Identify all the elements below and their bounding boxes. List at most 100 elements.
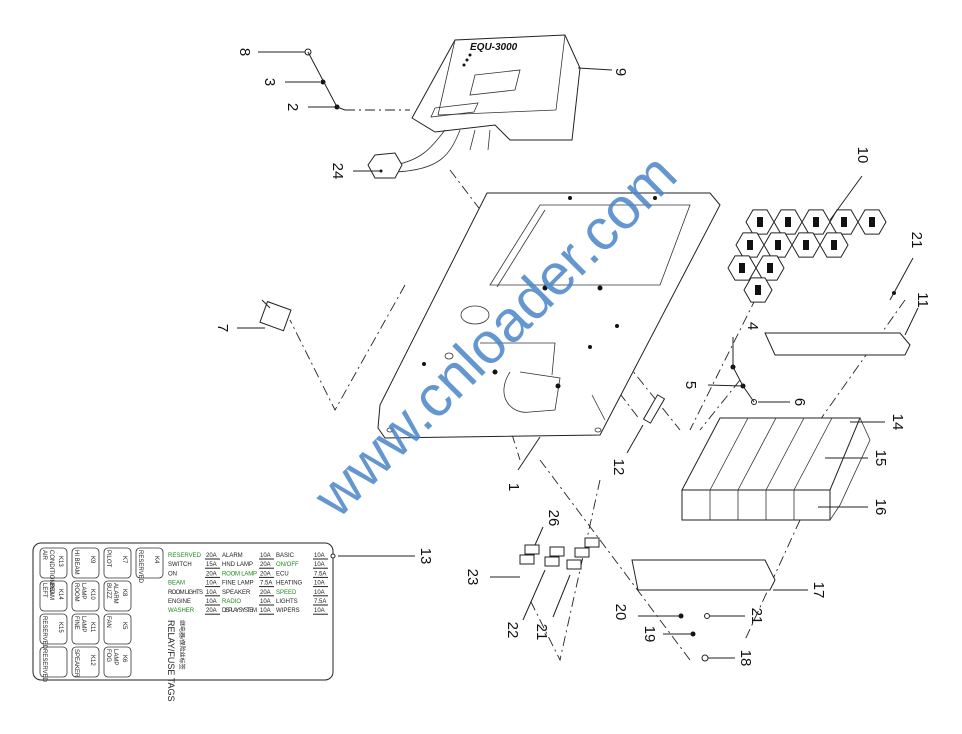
relay-tag-id: K13 (57, 556, 63, 567)
relay-tag-cell (39, 613, 68, 645)
relay-tag-label: HI BEAM (73, 550, 79, 575)
relay-terminal (767, 263, 773, 273)
relay-cluster (727, 209, 887, 303)
fuse-tag-rating: 15A (206, 562, 217, 568)
callout-16: 16 (872, 499, 889, 516)
base-plate (377, 192, 721, 439)
callout-14: 14 (889, 414, 906, 431)
relay-terminal (755, 285, 761, 295)
callout-26: 26 (545, 510, 562, 527)
fuse-tag-name: ALARM (222, 553, 243, 559)
relay-tag-label: SPEAKER (73, 649, 79, 678)
fuse-tag-name: ROOM LIGHTS (168, 590, 203, 596)
relay-tag-cell (71, 613, 100, 645)
relay-tag-id: K9 (89, 556, 95, 564)
relay-tag-id: K8 (121, 589, 127, 597)
relay-tag-id: K11 (89, 622, 95, 633)
callout-1: 1 (505, 483, 522, 491)
callout-21a: 21 (908, 232, 925, 249)
relay-tag-label: FOGLAMP (105, 649, 118, 665)
fuse-tag-name: WASHER (168, 608, 195, 614)
mini-fuses (519, 537, 600, 570)
fuse-relay-box (681, 417, 871, 521)
fuse-tag-name: ON (168, 571, 177, 577)
relay-tag-id: K5 (121, 622, 127, 630)
relay-tag-id: K14 (57, 589, 63, 600)
fuse-tag-name: ROOM LAMP (222, 571, 257, 577)
fuse-tag-name: ECU (276, 571, 289, 577)
fuse-tag-rating: 20A (260, 571, 271, 577)
fuse-tag-rating: 10A (314, 553, 325, 559)
relay-tag-label: BUZZALARM (105, 583, 118, 604)
fuse-tag-name: SPEAKER (222, 590, 251, 596)
callout-9: 9 (612, 68, 629, 76)
fuse-tag-name: HND LAMP (222, 562, 253, 568)
connector-block (642, 394, 666, 424)
callout-11: 11 (914, 292, 931, 308)
relay-tag-cell (71, 547, 100, 579)
cable-connector (367, 129, 491, 179)
fuse-tag-name: RADIO (222, 599, 241, 605)
callout-2: 2 (284, 103, 301, 111)
fuse-tag-rating: 10A (260, 599, 271, 605)
ecu-logo: EQU-3000 (470, 42, 518, 53)
fuse-tag-rating: 10A (314, 562, 325, 568)
fuse-tag-rating: 10A (206, 599, 217, 605)
fuse-tag-rating: 7.5A (260, 581, 272, 587)
callout-3: 3 (261, 78, 278, 86)
fasteners (304, 48, 896, 662)
fuse-tag-rating: 10A (314, 581, 325, 587)
relay-terminal (841, 217, 847, 227)
fuse-tag-name: ENGINE (168, 599, 191, 605)
callout-12: 12 (610, 459, 627, 476)
ecu-unit: EQU-3000 (411, 34, 581, 141)
callout-15: 15 (872, 450, 889, 467)
toggle-switch (259, 299, 292, 332)
fuse-tag-rating: 20A (260, 562, 271, 568)
callout-18: 18 (737, 650, 754, 667)
relay-tag-cell (71, 580, 100, 612)
relay-tag-cell (39, 547, 68, 579)
callout-25: 24 (329, 163, 346, 180)
fuse-tag-name: BEAM (168, 581, 185, 587)
relay-tag-cell (103, 646, 132, 678)
relay-terminal (813, 217, 819, 227)
callout-10: 10 (854, 147, 871, 164)
fuse-tag-rating: 10A (260, 608, 271, 614)
relay-tag-label: RESERVED (41, 616, 47, 650)
callout-21b: 21 (748, 608, 765, 625)
relay-terminal (803, 240, 809, 250)
callout-8: 8 (236, 48, 253, 56)
relay-terminal (775, 240, 781, 250)
relay-tag-label: PILOT (105, 550, 111, 568)
relay-tag-label: LEFTBEAM (41, 583, 54, 600)
fuse-tag-rating: 10A (206, 581, 217, 587)
fuse-tag-name: SPEED (276, 590, 297, 596)
bracket-upper (764, 332, 911, 356)
relay-tag-cell (103, 613, 132, 645)
fuse-tag-rating: 20A (206, 553, 217, 559)
leader-lines (237, 51, 919, 659)
fuse-tag-rating: 20A (206, 608, 217, 614)
tag-panel-subheading: 继电器/保险丝标签 (178, 620, 186, 670)
relay-terminal (869, 217, 875, 227)
relay-terminal (747, 240, 753, 250)
tag-panel-mount-hole (330, 553, 336, 559)
relay-tag-id: K4 (153, 556, 159, 564)
relay-tag-label: AIRCONDITIONING (41, 550, 54, 595)
fuse-tag-rating: 20A (206, 571, 217, 577)
relay-tag-id: K15 (57, 622, 63, 633)
fuse-tag-name: ON/OFF (276, 562, 299, 568)
fuse-tag-name: FINE LAMP (222, 581, 254, 587)
callout-20: 20 (612, 604, 629, 621)
relay-tag-label: FAN (105, 616, 111, 628)
fuse-tag-rating: 10A (206, 590, 217, 596)
relay-tag-cell (103, 547, 132, 579)
fuse-tag-name: DISPLAY SYSTEM (222, 608, 257, 614)
relay-tag-cell (103, 580, 132, 612)
callout-7: 7 (214, 324, 231, 332)
fuse-tag-rating: 10A (314, 590, 325, 596)
bracket-lower (631, 559, 776, 591)
relay-terminal (785, 217, 791, 227)
